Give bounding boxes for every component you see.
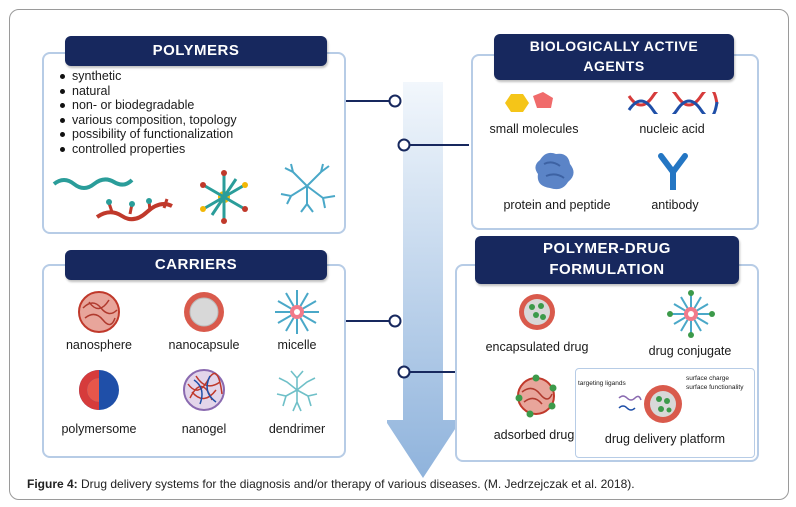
nanocapsule-label: nanocapsule [168,338,240,352]
polymers-panel [42,52,346,234]
surface-functionality-note: surface functionality [686,384,744,391]
connector-node-formulation [397,365,411,379]
figure-caption-label: Figure 4: [27,477,78,491]
figure-diagram: POLYMERS synthetic natural non- or biode… [27,22,767,478]
figure-caption: Figure 4: Drug delivery systems for the … [27,477,767,491]
polymers-bullet: various composition, topology [60,112,237,127]
drug-delivery-platform-label: drug delivery platform [604,432,726,446]
dendrimer-label: dendrimer [268,422,326,436]
adsorbed-drug-label: adsorbed drug [493,428,575,442]
drug-conjugate-label: drug conjugate [648,344,732,358]
polymers-bullet: non- or biodegradable [60,98,237,113]
micelle-label: micelle [277,338,317,352]
encapsulated-drug-icon [519,294,555,330]
polymers-title: POLYMERS [65,36,327,66]
antibody-icon [658,153,688,190]
formulation-title-line1: POLYMER-DRUG [543,240,671,257]
targeting-ligands-note: targeting ligands [578,380,626,387]
polymers-bullet: synthetic [60,69,237,84]
nanogel-label: nanogel [181,422,227,436]
adsorbed-drug-icon [515,374,557,418]
nanogel-icon [183,369,225,411]
encapsulated-drug-label: encapsulated drug [485,340,589,354]
small-molecules-label: small molecules [489,122,579,136]
linear-polymer-icon [52,177,134,190]
nanocapsule-icon [184,292,224,332]
nucleic-acid-icon [627,92,719,114]
nucleic-acid-label: nucleic acid [639,122,705,136]
bio-agents-title-line1: BIOLOGICALLY ACTIVE [529,38,699,54]
polymersome-label: polymersome [61,422,137,436]
connector-node-polymers [388,94,402,108]
polymers-bullet-list: synthetic natural non- or biodegradable … [58,69,237,156]
bio-agents-title-line2: AGENTS [583,58,645,74]
carriers-title: CARRIERS [65,250,327,280]
protein-peptide-label: protein and peptide [503,198,611,212]
polymers-bullet: controlled properties [60,142,237,157]
connector-node-carriers [388,314,402,328]
polymers-bullet: natural [60,84,237,99]
dendrimer-icon [276,370,318,412]
nanosphere-label: nanosphere [65,338,133,352]
drug-delivery-platform-icon [618,385,682,423]
drug-conjugate-icon [667,290,715,338]
small-molecules-icon [505,92,553,112]
micelle-icon [275,290,319,334]
formulation-title-line2: FORMULATION [549,261,665,278]
hyperbranched-polymer-icon [280,163,336,213]
bio-agents-title: BIOLOGICALLY ACTIVE AGENTS [494,34,734,80]
formulation-title: POLYMER-DRUG FORMULATION [475,236,739,284]
antibody-label: antibody [651,198,699,212]
figure-caption-text: Drug delivery systems for the diagnosis … [77,477,635,491]
protein-icon [535,152,574,190]
bio-agents-panel [471,54,759,230]
connector-node-bio [397,138,411,152]
branched-polymer-icon [95,198,173,222]
polymersome-icon [79,370,119,410]
central-flow-arrow [387,82,461,478]
nanosphere-icon [78,291,120,333]
polymer-structures-illustration [52,163,336,224]
polymers-bullet: possibility of functionalization [60,127,237,142]
star-polymer-icon [200,170,248,224]
surface-charge-note: surface charge [686,375,729,382]
